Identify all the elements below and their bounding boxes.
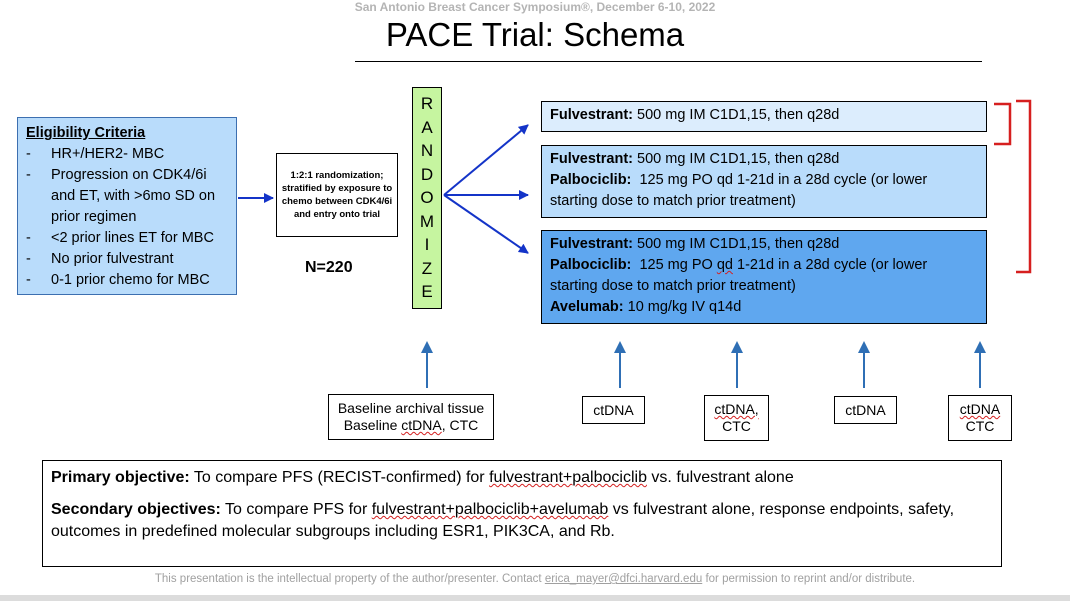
drug-name: Avelumab: <box>550 299 624 315</box>
bracket-arms-1-2 <box>994 102 1012 146</box>
sample-ctdna-ctc-box: ctDNA CTC <box>948 395 1012 441</box>
drug-name: Palbociclib: <box>550 172 632 188</box>
arrow-randomize-to-arm-1 <box>443 124 529 196</box>
eligibility-item-text: HR+/HER2- MBC <box>51 146 165 162</box>
randomize-letter: D <box>420 164 434 184</box>
randomize-letter: O <box>420 188 434 207</box>
eligibility-item: -HR+/HER2- MBC <box>26 144 228 165</box>
eligibility-item-text: <2 prior lines ET for MBC <box>51 230 214 246</box>
arm-fulvestrant-palbociclib-avelumab: Fulvestrant: 500 mg IM C1D1,15, then q28… <box>541 230 987 324</box>
secondary-objectives: Secondary objectives: To compare PFS for… <box>51 501 955 540</box>
randomization-text: 1:2:1 randomization; stratified by expos… <box>281 170 393 220</box>
drug-dose: 1-21d in a 28d cycle (or lower starting … <box>550 172 928 209</box>
sample-label: ctDNA <box>959 401 1001 417</box>
arrow-randomize-to-arm-3 <box>443 194 529 254</box>
objectives-box: Primary objective: To compare PFS (RECIS… <box>42 460 1002 567</box>
contact-email-link[interactable]: erica_mayer@dfci.harvard.edu <box>544 573 703 585</box>
randomize-box: R A N D O M I Z E <box>412 87 442 309</box>
sample-label: CTC <box>965 418 995 434</box>
drug-dose: 125 mg PO <box>639 257 713 273</box>
eligibility-item-text: 0-1 prior chemo for MBC <box>51 272 210 288</box>
arm-fulvestrant-palbociclib: Fulvestrant: 500 mg IM C1D1,15, then q28… <box>541 145 987 218</box>
drug-dose: 1-21d in a 28d cycle (or lower starting … <box>550 257 928 294</box>
sample-label: ctDNA, <box>714 401 759 417</box>
randomization-box: 1:2:1 randomization; stratified by expos… <box>276 153 398 237</box>
sample-label: Baseline archival tissue <box>337 400 485 416</box>
drug-dose-frequency: qd <box>716 172 733 188</box>
sample-label: CTC <box>722 418 751 434</box>
sample-label: Baseline ctDNA, CTC <box>343 417 479 433</box>
sample-label: ctDNA <box>845 401 886 418</box>
secondary-objectives-combo: fulvestrant+palbociclib+avelumab <box>371 501 609 518</box>
drug-dose: 10 mg/kg IV q14d <box>627 299 742 315</box>
title-rule <box>355 61 982 62</box>
eligibility-item: -Progression on CDK4/6i and ET, with >6m… <box>26 165 228 228</box>
drug-dose-frequency: qd <box>716 257 733 273</box>
eligibility-item: -0-1 prior chemo for MBC <box>26 270 228 291</box>
sample-baseline-box: Baseline archival tissue Baseline ctDNA,… <box>328 394 494 440</box>
bottom-bar <box>0 595 1070 601</box>
sample-label: ctDNA <box>593 401 634 418</box>
copyright-footer: This presentation is the intellectual pr… <box>154 573 916 585</box>
sample-ctdna-box: ctDNA <box>582 396 645 424</box>
randomize-letter: M <box>419 211 435 231</box>
drug-name: Fulvestrant: <box>550 151 633 167</box>
drug-name: Fulvestrant: <box>550 236 633 252</box>
sample-ctdna-box: ctDNA <box>834 396 897 424</box>
randomize-letter: N <box>420 141 434 160</box>
eligibility-item-text: Progression on CDK4/6i and ET, with >6mo… <box>51 167 216 225</box>
arm-fulvestrant: Fulvestrant: 500 mg IM C1D1,15, then q28… <box>541 101 987 132</box>
randomize-letter: I <box>424 235 430 254</box>
eligibility-item: -<2 prior lines ET for MBC <box>26 228 228 249</box>
drug-dose: 125 mg PO <box>639 172 713 188</box>
primary-objective: Primary objective: To compare PFS (RECIS… <box>51 469 794 486</box>
secondary-objectives-label: Secondary objectives: <box>51 501 221 518</box>
drug-dose: 500 mg IM C1D1,15, then q28d <box>637 107 840 123</box>
primary-objective-combo: fulvestrant+palbociclib <box>489 469 647 486</box>
eligibility-item: -No prior fulvestrant <box>26 249 228 270</box>
slide-title: PACE Trial: Schema <box>385 16 685 53</box>
eligibility-criteria-box: Eligibility Criteria -HR+/HER2- MBC -Pro… <box>17 117 237 295</box>
bracket-arms-1-3 <box>1016 99 1032 274</box>
sample-size-label: N=220 <box>305 259 353 276</box>
randomize-letter: Z <box>421 258 433 278</box>
sample-label-ctdna: ctDNA <box>401 417 442 433</box>
randomize-letter: A <box>421 117 433 137</box>
drug-name: Fulvestrant: <box>550 107 633 123</box>
eligibility-heading: Eligibility Criteria <box>26 125 146 141</box>
drug-dose: 500 mg IM C1D1,15, then q28d <box>637 151 840 167</box>
primary-objective-label: Primary objective: <box>51 469 190 486</box>
randomize-letter: E <box>421 282 433 301</box>
drug-name: Palbociclib: <box>550 257 632 273</box>
randomize-letter: R <box>420 94 434 113</box>
conference-header: San Antonio Breast Cancer Symposium®, De… <box>354 0 716 14</box>
sample-ctdna-ctc-box: ctDNA, CTC <box>704 395 769 441</box>
drug-dose: 500 mg IM C1D1,15, then q28d <box>637 236 840 252</box>
eligibility-item-text: No prior fulvestrant <box>51 251 174 267</box>
